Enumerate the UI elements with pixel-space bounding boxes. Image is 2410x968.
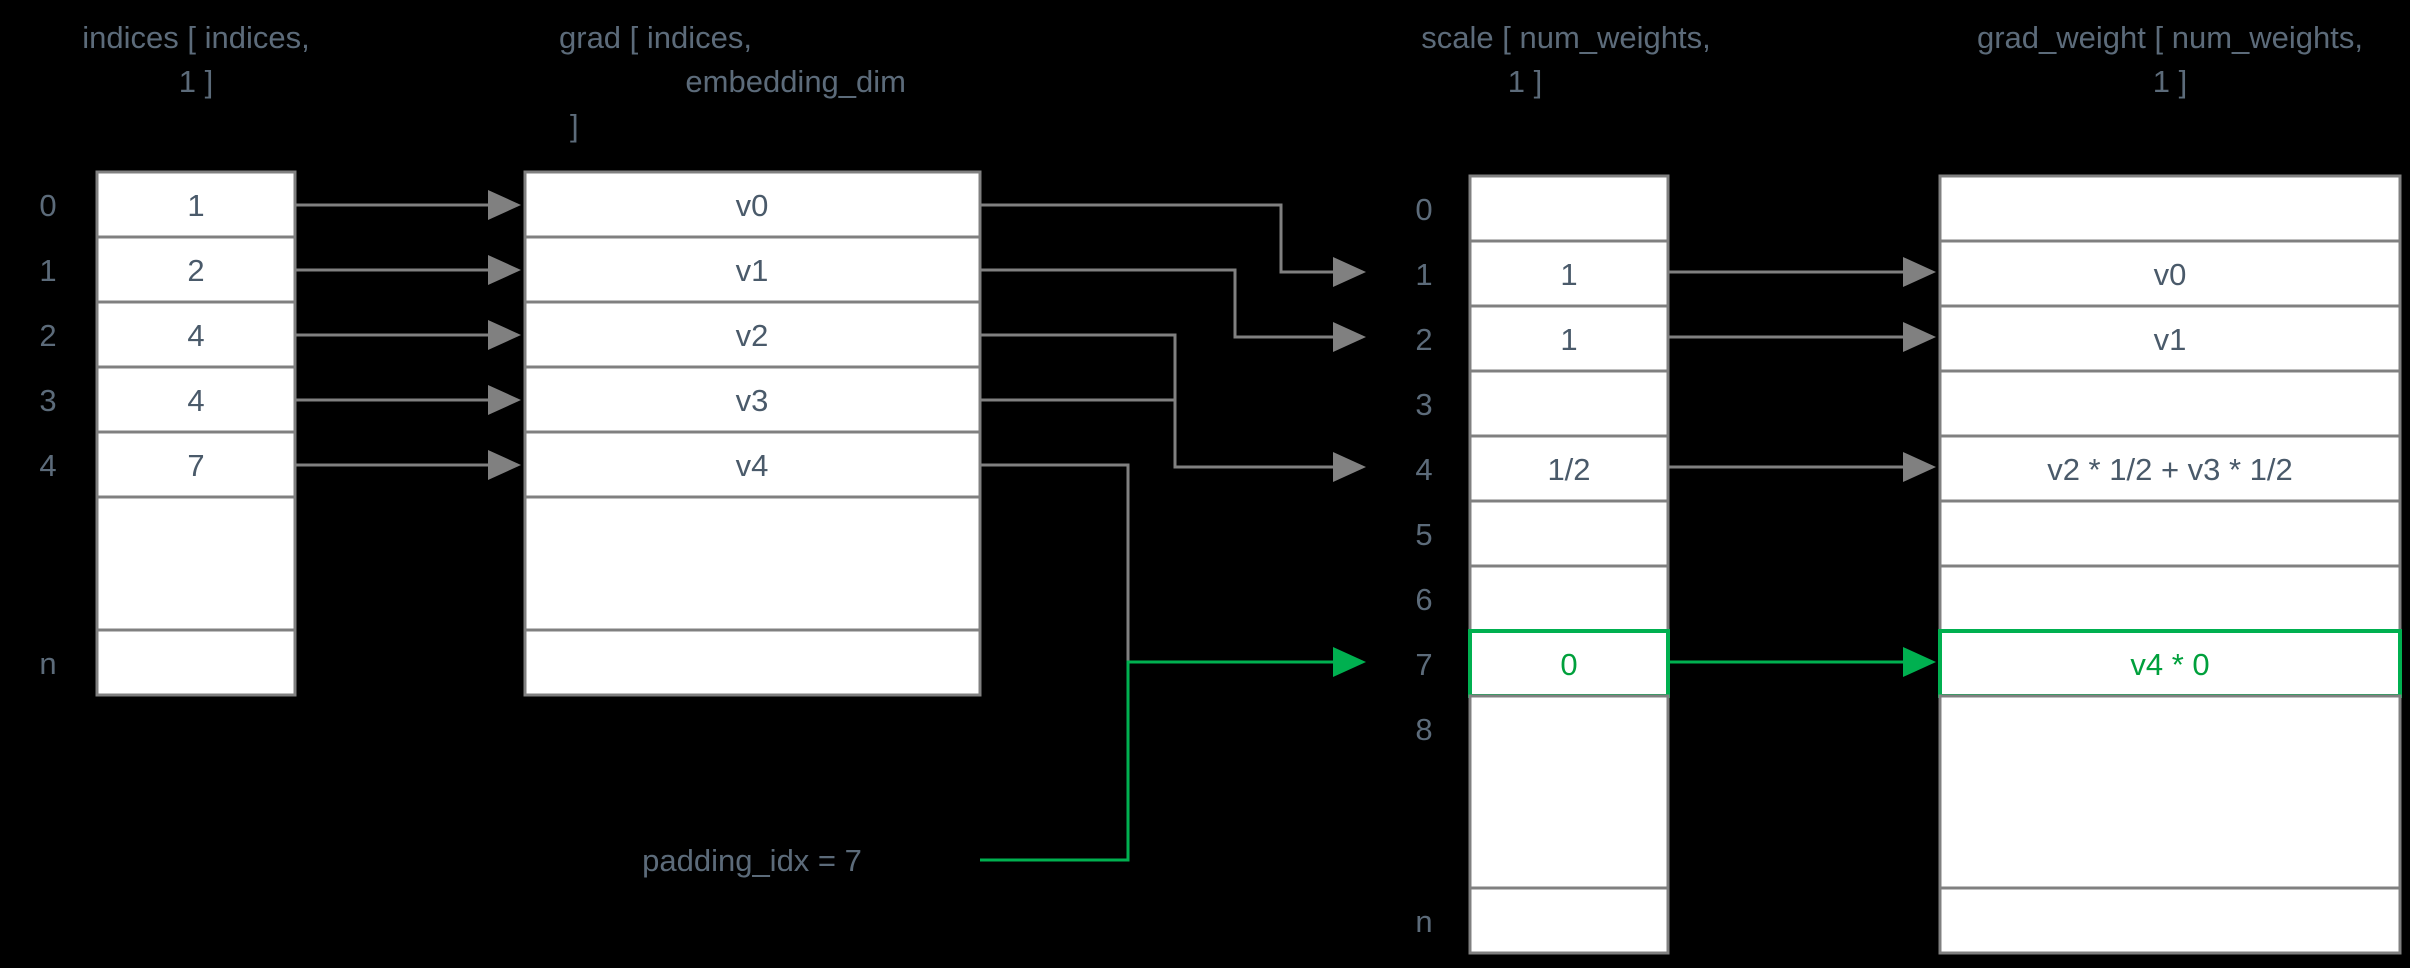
row-label: 2: [39, 318, 56, 353]
wire-grad-4-down: [980, 463, 1130, 860]
grad-header: grad [ indices, embedding_dim ]: [559, 20, 906, 143]
table-row[interactable]: [95, 235, 297, 304]
cell-value: 1/2: [1547, 452, 1590, 487]
grad-weight-header-line-0: grad_weight [ num_weights,: [1977, 20, 2363, 55]
table-row[interactable]: [1468, 174, 1670, 243]
table-row[interactable]: [1468, 304, 1670, 373]
table-row[interactable]: [1938, 434, 2402, 503]
scale-table: 1 1 1/2 0 0 1 2 3 4 5 6 7 8 n: [1415, 174, 1670, 955]
indices-header-line-0: indices [ indices,: [82, 20, 309, 55]
cell-value: 4: [187, 383, 204, 418]
scale-header-line-0: scale [ num_weights,: [1421, 20, 1710, 55]
row-label: 0: [39, 188, 56, 223]
indices-table: 1 2 4 4 7 0 1 2 3 4 n: [39, 170, 297, 697]
table-row[interactable]: [1938, 564, 2402, 633]
cell-value: 4: [187, 318, 204, 353]
table-row[interactable]: [1468, 369, 1670, 438]
grad-weight-header: grad_weight [ num_weights, 1 ]: [1977, 20, 2363, 99]
padding-idx-annotation: padding_idx = 7: [642, 647, 1366, 878]
row-label: 0: [1415, 192, 1432, 227]
table-row[interactable]: [1938, 369, 2402, 438]
table-row[interactable]: [1468, 499, 1670, 568]
row-label: 2: [1415, 322, 1432, 357]
cell-value-highlight: 0: [1560, 647, 1577, 682]
table-row[interactable]: [1468, 694, 1670, 890]
cell-value: v2: [736, 318, 769, 353]
grad-table: v0 v1 v2 v3 v4: [523, 170, 982, 697]
table-row[interactable]: [95, 628, 297, 697]
grad-weight-header-line-1: 1 ]: [2153, 64, 2187, 99]
row-label: 3: [1415, 387, 1432, 422]
grad-to-scale-arrows: [980, 203, 1366, 860]
cell-value: 1: [1560, 257, 1577, 292]
row-label: 4: [39, 448, 56, 483]
cell-value: 2: [187, 253, 204, 288]
cell-value: 7: [187, 448, 204, 483]
row-label: 3: [39, 383, 56, 418]
scale-header-line-1: 1 ]: [1508, 64, 1542, 99]
row-label: 5: [1415, 517, 1432, 552]
arrow-padding-idx-scale-7: [980, 647, 1366, 862]
row-label: 8: [1415, 712, 1432, 747]
row-label: n: [1415, 904, 1432, 939]
cell-value: v0: [736, 188, 769, 223]
table-row-highlight[interactable]: [1938, 629, 2402, 698]
arrow-grad-0-scale-1: [980, 203, 1366, 287]
grad-header-line-1: embedding_dim: [685, 64, 906, 99]
indices-header: indices [ indices, 1 ]: [82, 20, 309, 99]
cell-value: 1: [1560, 322, 1577, 357]
table-row-highlight[interactable]: [1468, 629, 1670, 698]
table-row[interactable]: [1938, 174, 2402, 243]
padding-idx-label: padding_idx = 7: [642, 843, 862, 878]
cell-value: v1: [2154, 322, 2187, 357]
scale-to-grad-weight-arrows: [1668, 257, 1936, 677]
table-row[interactable]: [95, 170, 297, 239]
row-label: n: [39, 646, 56, 681]
cell-value: v2 * 1/2 + v3 * 1/2: [2047, 452, 2293, 487]
scale-header: scale [ num_weights, 1 ]: [1421, 20, 1710, 99]
arrow-grad-3-scale-4: [980, 398, 1177, 467]
indices-to-grad-arrows: [295, 190, 521, 480]
table-row[interactable]: [1468, 886, 1670, 955]
row-label: 4: [1415, 452, 1432, 487]
row-label: 1: [1415, 257, 1432, 292]
table-row[interactable]: [523, 430, 982, 499]
table-row[interactable]: [1468, 564, 1670, 633]
arrow-grad-1-scale-2: [980, 268, 1366, 352]
row-label: 6: [1415, 582, 1432, 617]
cell-value: v0: [2154, 257, 2187, 292]
grad-header-line-2: ]: [570, 108, 579, 143]
grad-header-line-0: grad [ indices,: [559, 20, 752, 55]
table-row[interactable]: [523, 495, 982, 632]
row-label: 1: [39, 253, 56, 288]
cell-value: v4: [736, 448, 769, 483]
table-row[interactable]: [1938, 694, 2402, 890]
table-row[interactable]: [1938, 304, 2402, 373]
table-row[interactable]: [1938, 886, 2402, 955]
table-row[interactable]: [523, 300, 982, 369]
table-row[interactable]: [523, 628, 982, 697]
cell-value: 1: [187, 188, 204, 223]
table-row[interactable]: [523, 170, 982, 239]
table-row[interactable]: [1938, 499, 2402, 568]
indices-header-line-1: 1 ]: [179, 64, 213, 99]
grad-weight-table: v0 v1 v2 * 1/2 + v3 * 1/2 v4 * 0: [1938, 174, 2402, 955]
table-row[interactable]: [95, 495, 297, 632]
cell-value: v3: [736, 383, 769, 418]
row-label: 7: [1415, 647, 1432, 682]
cell-value: v1: [736, 253, 769, 288]
cell-value-highlight: v4 * 0: [2130, 647, 2209, 682]
